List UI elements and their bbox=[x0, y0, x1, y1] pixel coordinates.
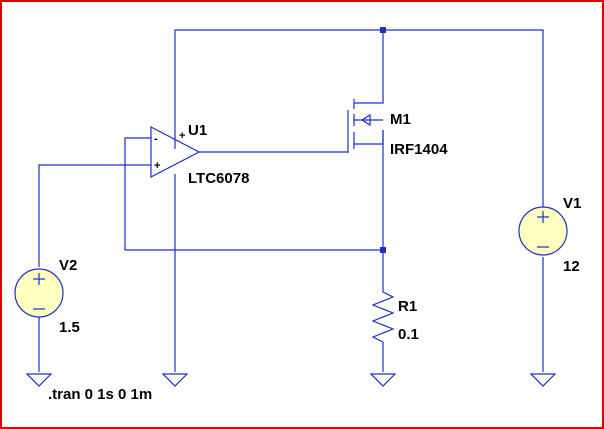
opamp-triangle-icon bbox=[150, 126, 201, 178]
mosfet-ref-label[interactable]: M1 bbox=[390, 111, 411, 128]
ground-symbols[interactable] bbox=[25, 373, 557, 387]
opamp-minus-pin-sign: - bbox=[154, 133, 158, 145]
v1-ref-label[interactable]: V1 bbox=[563, 195, 581, 212]
ground-icon[interactable] bbox=[369, 373, 397, 387]
mosfet-m1[interactable]: M1 IRF1404 bbox=[347, 98, 448, 158]
voltage-source-v1[interactable]: V1 12 bbox=[518, 195, 581, 275]
wire-v2-to-plus[interactable] bbox=[38, 164, 151, 267]
v2-ref-label[interactable]: V2 bbox=[59, 257, 77, 274]
voltage-source-v2[interactable]: V2 1.5 bbox=[14, 257, 80, 336]
ground-icon[interactable] bbox=[25, 373, 53, 387]
ground-icon[interactable] bbox=[529, 373, 557, 387]
wires[interactable] bbox=[38, 29, 544, 372]
opamp-model-label[interactable]: LTC6078 bbox=[188, 170, 249, 187]
v1-value-label[interactable]: 12 bbox=[563, 258, 580, 275]
ground-icon[interactable] bbox=[161, 373, 189, 387]
mosfet-drain-lead bbox=[354, 98, 384, 104]
spice-directive[interactable]: .tran 0 1s 0 1m bbox=[48, 386, 152, 403]
v2-value-label[interactable]: 1.5 bbox=[59, 319, 80, 336]
v1-source-icon bbox=[518, 206, 568, 256]
junction-source bbox=[380, 247, 386, 253]
resistor-r1[interactable]: R1 0.1 bbox=[371, 285, 419, 347]
mosfet-arrow-icon bbox=[360, 113, 371, 127]
r1-ref-label[interactable]: R1 bbox=[398, 298, 417, 315]
opamp-supply-plus-sign: + bbox=[179, 130, 185, 142]
mosfet-model-label[interactable]: IRF1404 bbox=[390, 141, 448, 158]
wire-feedback[interactable] bbox=[124, 137, 383, 251]
v2-source-icon bbox=[14, 268, 64, 318]
opamp-ref-label[interactable]: U1 bbox=[188, 122, 207, 139]
opamp-plus-pin-sign: + bbox=[154, 160, 160, 172]
mosfet-source-lead bbox=[354, 130, 384, 145]
opamp-u1[interactable]: - + + U1 LTC6078 bbox=[150, 122, 249, 187]
resistor-zigzag-icon bbox=[371, 285, 395, 347]
wire-top-rail[interactable] bbox=[174, 29, 544, 207]
r1-value-label[interactable]: 0.1 bbox=[398, 326, 419, 343]
junction-top bbox=[380, 27, 386, 33]
